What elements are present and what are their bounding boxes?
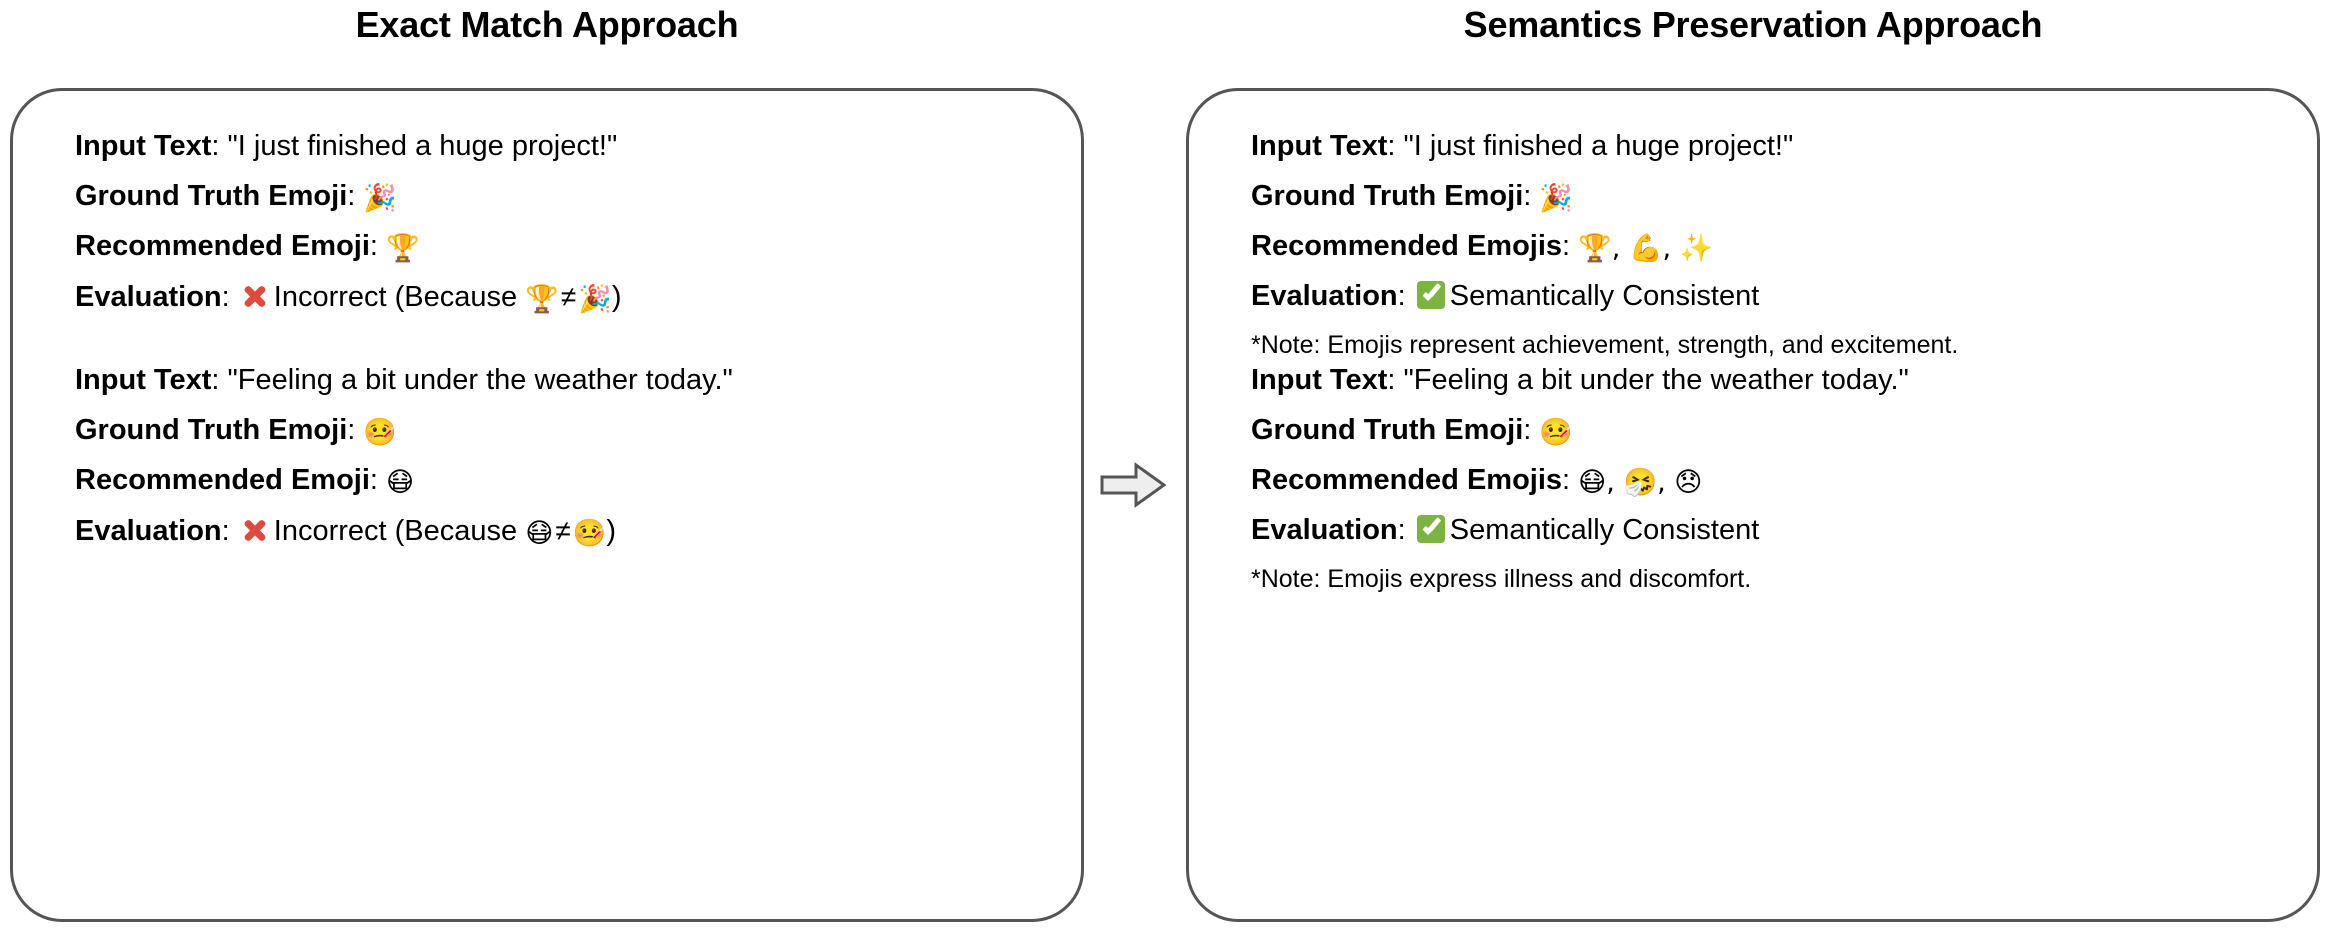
input-text-label: Input Text (75, 364, 212, 396)
ground-truth-line: Ground Truth Emoji: 🎉 (75, 181, 1053, 231)
ground-truth-line: Ground Truth Emoji: 🎉 (1251, 181, 2289, 231)
recommended-label: Recommended Emoji (75, 464, 370, 496)
evaluation-separator: : (221, 281, 238, 313)
exact-match-panel-content: Input Text: "I just finished a huge proj… (75, 91, 1053, 919)
example-block: Input Text: "I just finished a huge proj… (1251, 131, 2289, 373)
input-text-value: : "I just finished a huge project!" (1387, 130, 1794, 162)
input-text-label: Input Text (75, 130, 212, 162)
face-with-medical-mask-icon: 😷 (386, 467, 415, 498)
input-text-line: Input Text: "I just finished a huge proj… (1251, 131, 2289, 181)
example-block: Input Text: "Feeling a bit under the wea… (1251, 365, 2289, 607)
evaluation-label: Evaluation (1251, 514, 1398, 546)
input-text-label: Input Text (1251, 364, 1388, 396)
evaluation-label: Evaluation (1251, 280, 1398, 312)
example-block: Input Text: "I just finished a huge proj… (75, 131, 1053, 331)
ground-truth-separator: : (1523, 180, 1540, 212)
input-text-line: Input Text: "I just finished a huge proj… (75, 131, 1053, 181)
evaluation-emoji-a: 🏆 (525, 284, 559, 315)
recommended-label: Recommended Emoji (75, 230, 370, 262)
evaluation-separator: : (1397, 280, 1414, 312)
ground-truth-line: Ground Truth Emoji: 🤒 (1251, 415, 2289, 465)
recommended-line: Recommended Emoji: 🏆 (75, 231, 1053, 281)
semantics-preservation-panel-content: Input Text: "I just finished a huge proj… (1251, 91, 2289, 919)
evaluation-line: Evaluation: Semantically Consistent (1251, 515, 2289, 565)
not-equal-icon: ≠ (555, 515, 571, 546)
recommended-separator: : (1562, 464, 1579, 496)
ground-truth-label: Ground Truth Emoji (75, 180, 348, 212)
semantics-preservation-panel: Input Text: "I just finished a huge proj… (1186, 88, 2320, 922)
evaluation-emoji-b: 🤒 (572, 518, 607, 549)
recommended-emoji-list: 😷, 🤧, 😞 (1578, 467, 1703, 498)
recommended-line: Recommended Emojis: 😷, 🤧, 😞 (1251, 465, 2289, 515)
input-text-line: Input Text: "Feeling a bit under the wea… (1251, 365, 2289, 415)
evaluation-emoji-b: 🎉 (578, 284, 612, 315)
evaluation-label: Evaluation (75, 515, 222, 547)
evaluation-verdict: Incorrect (Because (273, 515, 526, 547)
ground-truth-label: Ground Truth Emoji (1251, 414, 1524, 446)
not-equal-icon: ≠ (560, 281, 577, 312)
right-arrow-icon (1100, 462, 1166, 508)
ground-truth-label: Ground Truth Emoji (75, 414, 348, 446)
recommended-separator: : (1562, 230, 1579, 262)
recommended-line: Recommended Emoji: 😷 (75, 465, 1053, 515)
evaluation-close-paren: ) (611, 281, 622, 313)
trophy-icon: 🏆 (386, 233, 420, 264)
evaluation-separator: : (1397, 514, 1414, 546)
ground-truth-separator: : (347, 180, 364, 212)
input-text-value: : "Feeling a bit under the weather today… (211, 364, 733, 396)
input-text-label: Input Text (1251, 130, 1388, 162)
face-with-thermometer-icon: 🤒 (1539, 417, 1574, 448)
evaluation-close-paren: ) (606, 515, 617, 547)
ground-truth-label: Ground Truth Emoji (1251, 180, 1524, 212)
right-panel-title: Semantics Preservation Approach (1463, 4, 2043, 45)
evaluation-verdict: Incorrect (Because (273, 281, 526, 313)
ground-truth-line: Ground Truth Emoji: 🤒 (75, 415, 1053, 465)
face-with-thermometer-icon: 🤒 (363, 417, 398, 448)
ground-truth-separator: : (1523, 414, 1540, 446)
note-text: *Note: Emojis represent achievement, str… (1251, 331, 1959, 359)
check-mark-button-icon (1416, 515, 1445, 543)
exact-match-panel: Input Text: "I just finished a huge proj… (10, 88, 1084, 922)
evaluation-line: Evaluation: Incorrect (Because 🏆≠🎉) (75, 281, 1053, 331)
check-mark-button-icon (1416, 281, 1445, 309)
party-popper-icon: 🎉 (363, 183, 398, 214)
evaluation-verdict: Semantically Consistent (1449, 280, 1760, 312)
evaluation-label: Evaluation (75, 281, 222, 313)
note-text: *Note: Emojis express illness and discom… (1251, 565, 1752, 593)
evaluation-separator: : (221, 515, 238, 547)
left-panel-title: Exact Match Approach (355, 4, 739, 45)
example-block: Input Text: "Feeling a bit under the wea… (75, 365, 1053, 565)
input-text-line: Input Text: "Feeling a bit under the wea… (75, 365, 1053, 415)
evaluation-line: Evaluation: Incorrect (Because 😷≠🤒) (75, 515, 1053, 565)
input-text-value: : "Feeling a bit under the weather today… (1387, 364, 1909, 396)
recommended-line: Recommended Emojis: 🏆, 💪, ✨ (1251, 231, 2289, 281)
evaluation-line: Evaluation: Semantically Consistent (1251, 281, 2289, 331)
cross-mark-icon (240, 515, 270, 545)
party-popper-icon: 🎉 (1539, 183, 1574, 214)
recommended-separator: : (369, 464, 387, 496)
ground-truth-separator: : (347, 414, 364, 446)
cross-mark-icon (240, 281, 270, 311)
input-text-value: : "I just finished a huge project!" (211, 130, 618, 162)
evaluation-verdict: Semantically Consistent (1449, 514, 1760, 546)
recommended-label: Recommended Emojis (1251, 464, 1563, 496)
recommended-emoji-list: 🏆, 💪, ✨ (1578, 233, 1714, 264)
recommended-label: Recommended Emojis (1251, 230, 1563, 262)
evaluation-emoji-a: 😷 (525, 518, 554, 549)
recommended-separator: : (369, 230, 387, 262)
